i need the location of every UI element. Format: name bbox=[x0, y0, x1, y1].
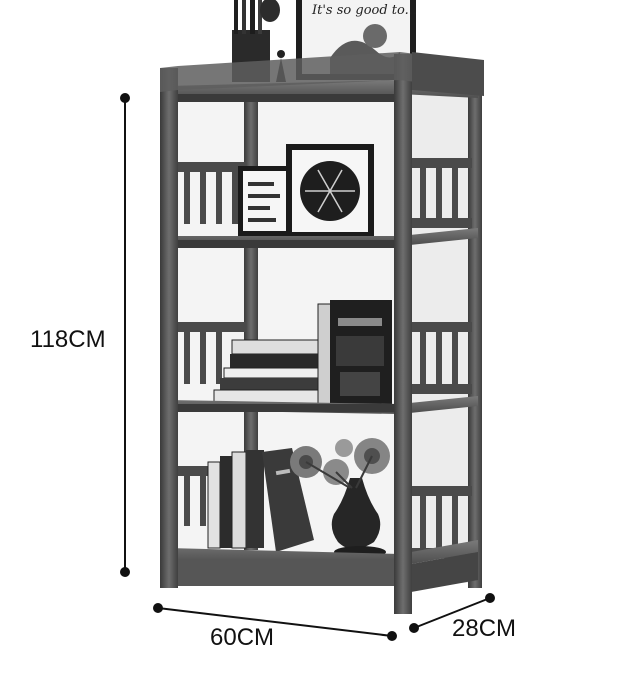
shelf-2-items bbox=[238, 144, 374, 238]
height-dimension-label: 118CM bbox=[30, 326, 106, 353]
front-posts bbox=[160, 52, 484, 614]
dimension-lines bbox=[120, 93, 495, 641]
depth-dimension-label: 28CM bbox=[452, 615, 517, 642]
bottom-shelf-items bbox=[207, 438, 390, 558]
width-dimension-label: 60CM bbox=[210, 624, 275, 651]
shelf-3-books bbox=[213, 300, 392, 409]
poster-text: It's so good to... bbox=[311, 3, 417, 18]
